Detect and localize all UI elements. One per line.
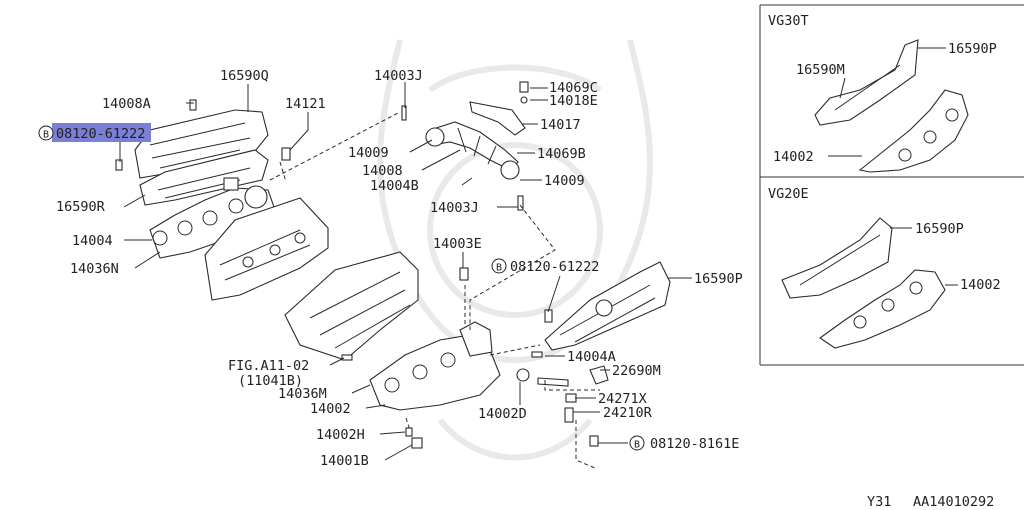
part-label-14003J-bottom[interactable]: 14003J	[430, 200, 479, 216]
inset-vg20e-title: VG20E	[768, 186, 809, 202]
cylinder-head-left	[204, 197, 329, 301]
bolt-badge-3-text: B	[634, 440, 640, 451]
heat-shield-right[interactable]	[544, 261, 671, 351]
part-label-16590Q[interactable]: 16590Q	[220, 68, 269, 84]
part-label-14002D[interactable]: 14002D	[478, 406, 527, 422]
footer-reference: AA14010292	[913, 494, 994, 510]
crossover-pipe[interactable]	[425, 101, 526, 180]
exhaust-manifold-left[interactable]	[149, 177, 276, 259]
part-label-14121[interactable]: 14121	[285, 96, 326, 112]
bolt-badge-1: B	[38, 125, 54, 141]
watermark-crest	[377, 39, 653, 461]
vg30t-part-label-14002[interactable]: 14002	[773, 149, 814, 165]
part-label-24210R[interactable]: 24210R	[603, 405, 653, 421]
inset-vg20e: VG20E 16590P 14002	[768, 186, 1001, 349]
part-label-14008[interactable]: 14008	[362, 163, 403, 179]
part-label-14004A[interactable]: 14004A	[567, 349, 616, 365]
part-label-14017[interactable]: 14017	[540, 117, 581, 133]
bolt-badge-3: B	[629, 435, 645, 451]
part-label-08120-8161E[interactable]: 08120-8161E	[650, 436, 739, 452]
cylinder-head-right	[284, 251, 419, 361]
part-label-24271X[interactable]: 24271X	[598, 391, 647, 407]
footer-code: Y31	[867, 494, 891, 510]
vg30t-part-label-16590M[interactable]: 16590M	[796, 62, 845, 78]
part-label-08120-61222[interactable]: 08120-61222	[510, 259, 599, 275]
highlight-marker	[52, 123, 151, 142]
vg20e-part-label-16590P[interactable]: 16590P	[915, 221, 964, 237]
part-label-08120-61222-highlighted[interactable]: 08120-61222	[56, 126, 145, 142]
part-label-14004[interactable]: 14004	[72, 233, 113, 249]
leader-lines	[119, 82, 692, 461]
figure-reference-sublabel: (11041B)	[238, 373, 303, 389]
part-label-14004B[interactable]: 14004B	[370, 178, 419, 194]
exhaust-manifold-right[interactable]	[369, 321, 501, 411]
bolt-badge-1-text: B	[43, 130, 49, 141]
inset-vg30t: VG30T 16590P 16590M 14002	[759, 4, 1024, 366]
part-label-22690M[interactable]: 22690M	[612, 363, 661, 379]
assembly-dashed-lines	[269, 111, 600, 469]
part-label-16590P-main[interactable]: 16590P	[694, 271, 743, 287]
part-label-14069C[interactable]: 14069C	[549, 80, 598, 96]
bolt-badge-2-text: B	[496, 263, 502, 274]
part-label-14018E[interactable]: 14018E	[549, 93, 598, 109]
figure-reference-label[interactable]: FIG.A11-02	[228, 358, 309, 374]
part-label-14036M[interactable]: 14036M	[278, 386, 327, 402]
heat-shield-upper[interactable]	[134, 109, 269, 179]
vg30t-part-label-16590P[interactable]: 16590P	[948, 41, 997, 57]
vg20e-part-label-14002[interactable]: 14002	[960, 277, 1001, 293]
part-label-14009-a[interactable]: 14009	[348, 145, 389, 161]
part-label-14001B[interactable]: 14001B	[320, 453, 369, 469]
inset-vg30t-title: VG30T	[768, 13, 809, 29]
part-label-16590R[interactable]: 16590R	[56, 199, 106, 215]
part-label-14003J-top[interactable]: 14003J	[374, 68, 423, 84]
part-label-14008A[interactable]: 14008A	[102, 96, 151, 112]
part-label-14002H[interactable]: 14002H	[316, 427, 365, 443]
part-label-14009-b[interactable]: 14009	[544, 173, 585, 189]
bolt-badge-2: B	[491, 258, 507, 274]
part-label-14003E[interactable]: 14003E	[433, 236, 482, 252]
part-label-14002[interactable]: 14002	[310, 401, 351, 417]
part-label-14069B[interactable]: 14069B	[537, 146, 586, 162]
part-label-14036N[interactable]: 14036N	[70, 261, 119, 277]
